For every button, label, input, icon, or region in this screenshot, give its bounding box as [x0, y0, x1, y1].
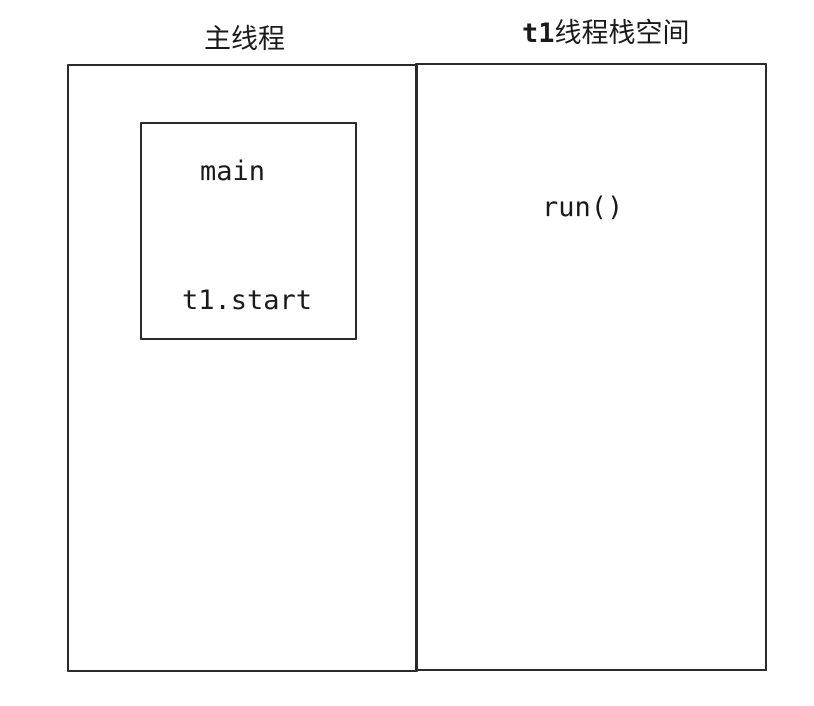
run-method-label: run()	[542, 192, 624, 223]
t1-start-call-label: t1.start	[182, 285, 313, 316]
t1-thread-title-suffix: 线程栈空间	[554, 18, 690, 49]
t1-thread-title: t1线程栈空间	[522, 20, 690, 47]
main-thread-title: 主线程	[204, 24, 285, 55]
t1-thread-stack	[415, 63, 767, 671]
t1-thread-title-prefix: t1	[522, 18, 555, 49]
main-frame-label: main	[200, 156, 266, 187]
main-thread-stack	[67, 64, 418, 672]
main-stack-frame	[140, 122, 357, 340]
